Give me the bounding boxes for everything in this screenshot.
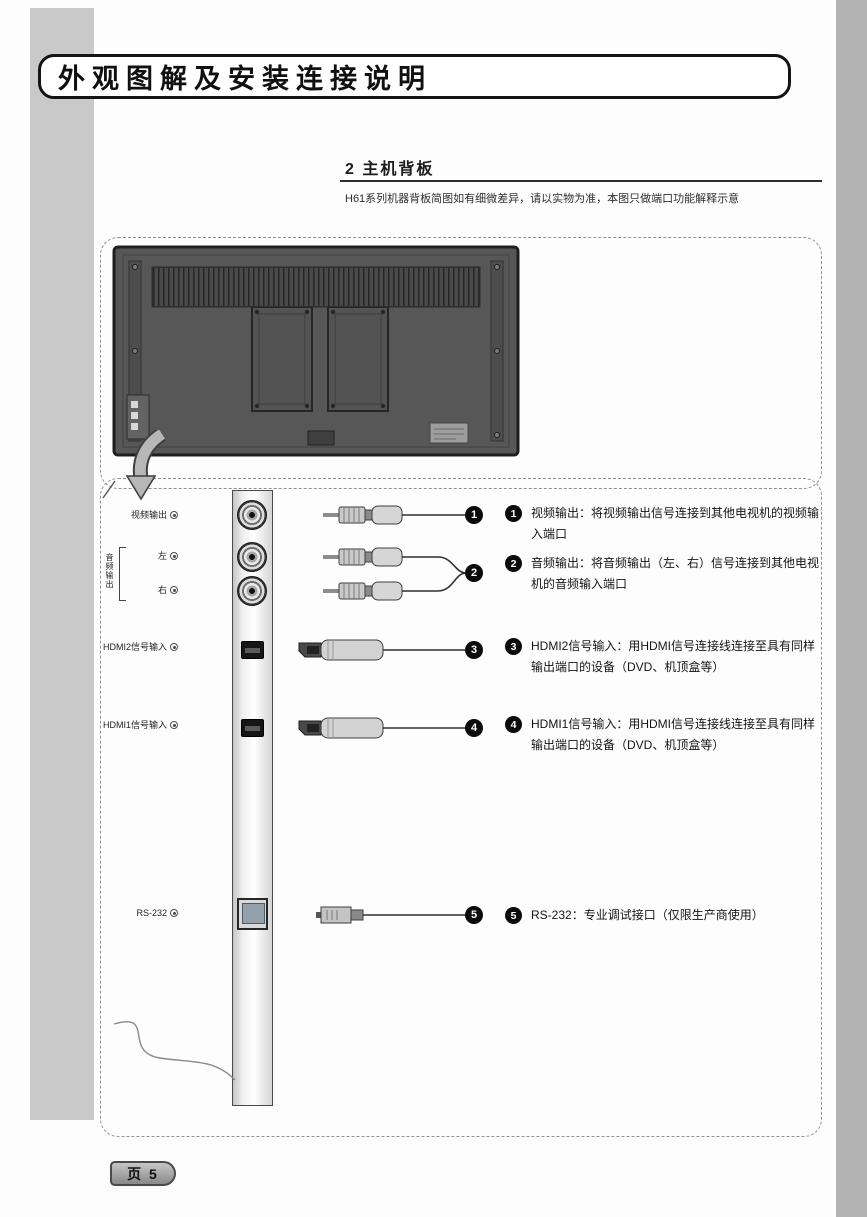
callout-item-3: 3 HDMI2信号输入：用HDMI信号连接线连接至具有同样输出端口的设备（DVD… <box>505 636 825 678</box>
screw-icon <box>170 721 178 729</box>
screw-icon <box>170 552 178 560</box>
section-note: H61系列机器背板简图如有细微差异，请以实物为准，本图只做端口功能解释示意 <box>345 193 740 205</box>
page-title: 外观图解及安装连接说明 <box>58 64 432 94</box>
right-margin-strip <box>836 0 867 1217</box>
bracket <box>119 547 126 601</box>
port-label-audio-output: 音频输出 左 右 <box>104 543 184 605</box>
port-label-text: 视频输出 <box>130 510 167 520</box>
rs232-port <box>237 898 268 930</box>
screw-icon <box>170 586 178 594</box>
port-label-text: HDMI2信号输入 <box>102 642 167 652</box>
port-label-rs232: RS-232 <box>98 908 178 918</box>
screw-icon <box>170 511 178 519</box>
port-label-text: HDMI1信号输入 <box>102 720 167 730</box>
page-title-box: 外观图解及安装连接说明 <box>38 54 791 99</box>
port-label-audio-right: 右 <box>128 583 178 596</box>
audio-left-text: 左 <box>157 551 167 561</box>
corner-tick <box>102 480 116 499</box>
callout-text: RS-232：专业调试接口（仅限生产商使用） <box>531 908 764 922</box>
panel-detail-frame <box>100 478 822 1137</box>
cable-callout-3: 3 <box>465 641 483 659</box>
rca-jack-video <box>237 500 267 530</box>
callout-number: 4 <box>505 716 522 733</box>
callout-number: 5 <box>505 907 522 924</box>
port-label-hdmi1: HDMI1信号输入 <box>98 718 178 731</box>
section-heading: 2 主机背板 <box>345 161 435 178</box>
port-label-video-output: 视频输出 <box>98 508 178 521</box>
rca-jack-audio-left <box>237 542 267 572</box>
cable-callout-5: 5 <box>465 906 483 924</box>
cable-callout-1: 1 <box>465 506 483 524</box>
callout-number: 3 <box>505 638 522 655</box>
hdmi-cable-icon <box>298 639 475 661</box>
callout-text: 音频输出：将音频输出（左、右）信号连接到其他电视机的音频输入端口 <box>531 556 820 591</box>
rs232-cable-icon <box>316 906 475 924</box>
screw-icon <box>170 643 178 651</box>
rca-audio-cables-icon <box>323 547 475 601</box>
callout-item-4: 4 HDMI1信号输入：用HDMI信号连接线连接至具有同样输出端口的设备（DVD… <box>505 714 825 756</box>
callout-text: HDMI2信号输入：用HDMI信号连接线连接至具有同样输出端口的设备（DVD、机… <box>531 639 815 674</box>
port-label-hdmi2: HDMI2信号输入 <box>98 640 178 653</box>
tv-vent-grille <box>152 267 480 307</box>
hdmi2-port <box>241 641 264 659</box>
screw-icon <box>170 909 178 917</box>
port-label-text: RS-232 <box>136 908 167 918</box>
rca-jack-audio-right <box>237 576 267 606</box>
decorative-curve <box>113 1021 236 1081</box>
callout-number: 1 <box>505 505 522 522</box>
hdmi1-port <box>241 719 264 737</box>
rca-cable-icon <box>323 505 475 525</box>
hdmi-cable-icon <box>298 717 475 739</box>
down-arrow-icon <box>125 430 167 501</box>
page-number-badge: 页 5 <box>110 1161 176 1186</box>
audio-group-label: 音频输出 <box>105 553 114 589</box>
left-margin-strip <box>30 8 94 1120</box>
audio-right-text: 右 <box>157 585 167 595</box>
callout-number: 2 <box>505 555 522 572</box>
callout-text: HDMI1信号输入：用HDMI信号连接线连接至具有同样输出端口的设备（DVD、机… <box>531 717 815 752</box>
page-number: 页 5 <box>127 1165 159 1182</box>
cable-callout-4: 4 <box>465 719 483 737</box>
tv-overview-frame <box>100 237 822 489</box>
section-rule <box>340 180 822 182</box>
callout-item-5: 5 RS-232：专业调试接口（仅限生产商使用） <box>505 905 825 926</box>
port-label-audio-left: 左 <box>128 549 178 562</box>
cable-callout-2: 2 <box>465 564 483 582</box>
callout-text: 视频输出：将视频输出信号连接到其他电视机的视频输入端口 <box>531 506 820 541</box>
callout-item-2: 2 音频输出：将音频输出（左、右）信号连接到其他电视机的音频输入端口 <box>505 553 825 595</box>
callout-item-1: 1 视频输出：将视频输出信号连接到其他电视机的视频输入端口 <box>505 503 825 545</box>
